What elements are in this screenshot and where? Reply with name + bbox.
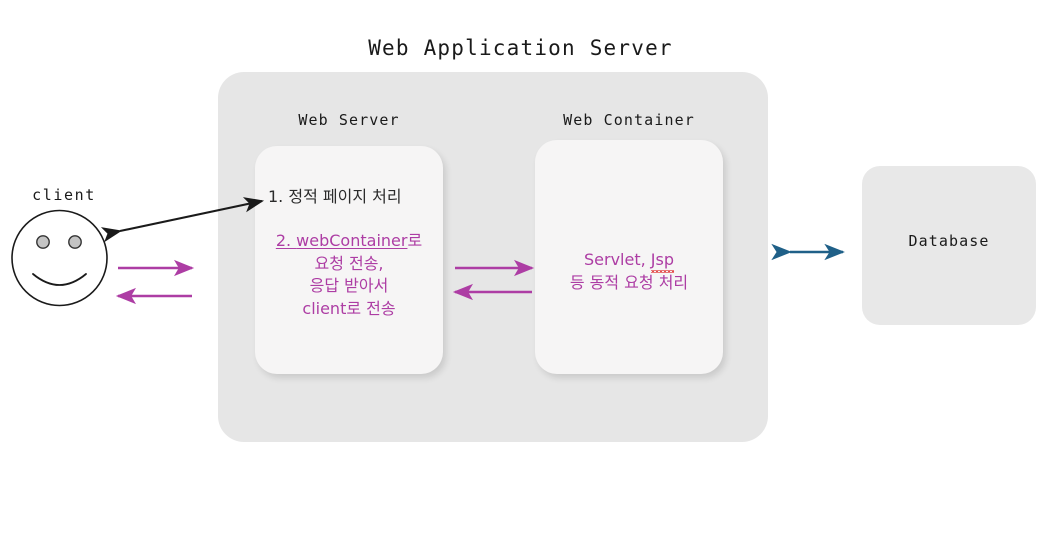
web-server-dynamic-line-3: 응답 받아서 [309, 276, 389, 296]
web-server-dynamic-line-2: 요청 전송, [314, 253, 384, 273]
web-container-box [535, 140, 723, 374]
web-server-dynamic-prefix: 2. [275, 231, 297, 250]
page-title: Web Application Server [368, 36, 673, 60]
jsp-text-misspelled: Jsp [650, 248, 675, 274]
web-container-label: Web Container [563, 111, 695, 129]
web-server-static-text: 1. 정적 페이지 처리 [268, 187, 402, 206]
servlet-text: Servlet, [584, 250, 651, 269]
webcontainer-link[interactable]: webContainer [296, 231, 408, 250]
web-container-text: Servlet, Jsp 등 동적 요청 처리 [535, 248, 723, 294]
web-server-dynamic-line-4: client로 전송 [302, 299, 396, 319]
client-label: client [32, 186, 96, 204]
web-server-dynamic-text: 2. webContainer로 요청 전송, 응답 받아서 client로 전… [258, 230, 440, 321]
database-box: Database [862, 166, 1036, 325]
web-server-dynamic-suffix: 로 [407, 231, 423, 250]
web-server-label: Web Server [298, 111, 400, 129]
web-server-box [255, 146, 443, 374]
web-container-line-1: Servlet, Jsp [535, 248, 723, 274]
database-label: Database [908, 232, 990, 250]
web-container-line-2: 등 동적 요청 처리 [569, 273, 689, 293]
client-smiley-icon [11, 209, 108, 307]
web-server-dynamic-line-1: 2. webContainer로 [258, 230, 440, 253]
